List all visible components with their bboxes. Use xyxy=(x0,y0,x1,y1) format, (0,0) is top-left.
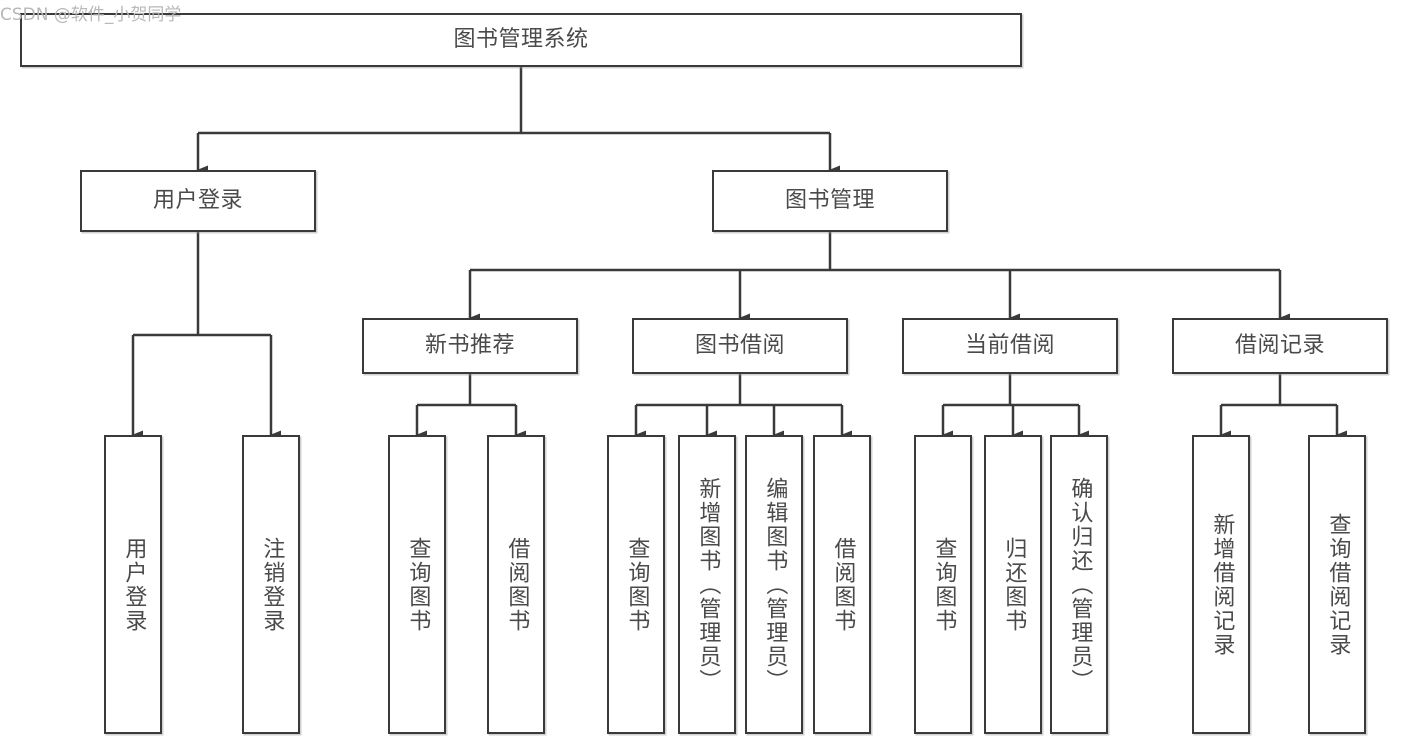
node-label: 借阅图书 xyxy=(504,536,530,633)
node-label: 当前借阅 xyxy=(964,332,1055,358)
node-label: 归还图书 xyxy=(1001,536,1027,633)
node-leaf-borrow-book[interactable]: 借阅图书 xyxy=(813,435,871,734)
node-label: 编辑图书（管理员） xyxy=(762,476,788,693)
node-leaf-query-book-borrow[interactable]: 查询图书 xyxy=(607,435,665,734)
node-label: 注销登录 xyxy=(259,536,285,633)
node-leaf-return-book[interactable]: 归还图书 xyxy=(984,435,1042,734)
node-leaf-user-logout[interactable]: 注销登录 xyxy=(242,435,300,734)
node-leaf-edit-book-admin[interactable]: 编辑图书（管理员） xyxy=(745,435,803,734)
node-label: 借阅图书 xyxy=(830,536,856,633)
node-leaf-borrow-book-rec[interactable]: 借阅图书 xyxy=(487,435,545,734)
node-label: 查询图书 xyxy=(624,536,650,633)
node-new-book-recommend[interactable]: 新书推荐 xyxy=(362,318,578,374)
node-label: 新书推荐 xyxy=(424,332,515,358)
node-book-borrow[interactable]: 图书借阅 xyxy=(632,318,848,374)
connector-lines xyxy=(131,67,1347,440)
node-leaf-query-book-current[interactable]: 查询图书 xyxy=(914,435,972,734)
node-label: 用户登录 xyxy=(152,187,243,213)
node-label: 查询借阅记录 xyxy=(1325,512,1351,657)
node-label: 新增图书（管理员） xyxy=(695,476,721,693)
node-label: 图书管理 xyxy=(784,187,875,213)
node-label: 确认归还（管理员） xyxy=(1067,476,1093,693)
node-book-manage[interactable]: 图书管理 xyxy=(712,170,948,232)
node-leaf-add-book-admin[interactable]: 新增图书（管理员） xyxy=(678,435,736,734)
node-leaf-confirm-return-admin[interactable]: 确认归还（管理员） xyxy=(1050,435,1108,734)
node-borrow-record[interactable]: 借阅记录 xyxy=(1172,318,1388,374)
node-user-login[interactable]: 用户登录 xyxy=(80,170,316,232)
node-label: 图书管理系统 xyxy=(453,26,589,52)
node-label: 图书借阅 xyxy=(694,332,785,358)
node-current-borrow[interactable]: 当前借阅 xyxy=(902,318,1118,374)
node-label: 用户登录 xyxy=(121,536,147,633)
node-leaf-query-book-rec[interactable]: 查询图书 xyxy=(388,435,446,734)
node-leaf-query-borrow-record[interactable]: 查询借阅记录 xyxy=(1308,435,1366,734)
node-label: 借阅记录 xyxy=(1234,332,1325,358)
node-label: 查询图书 xyxy=(931,536,957,633)
node-leaf-user-login[interactable]: 用户登录 xyxy=(104,435,162,734)
node-label: 查询图书 xyxy=(405,536,431,633)
node-label: 新增借阅记录 xyxy=(1209,512,1235,657)
node-leaf-add-borrow-record[interactable]: 新增借阅记录 xyxy=(1192,435,1250,734)
node-root-图书管理系统[interactable]: 图书管理系统 xyxy=(20,13,1022,67)
